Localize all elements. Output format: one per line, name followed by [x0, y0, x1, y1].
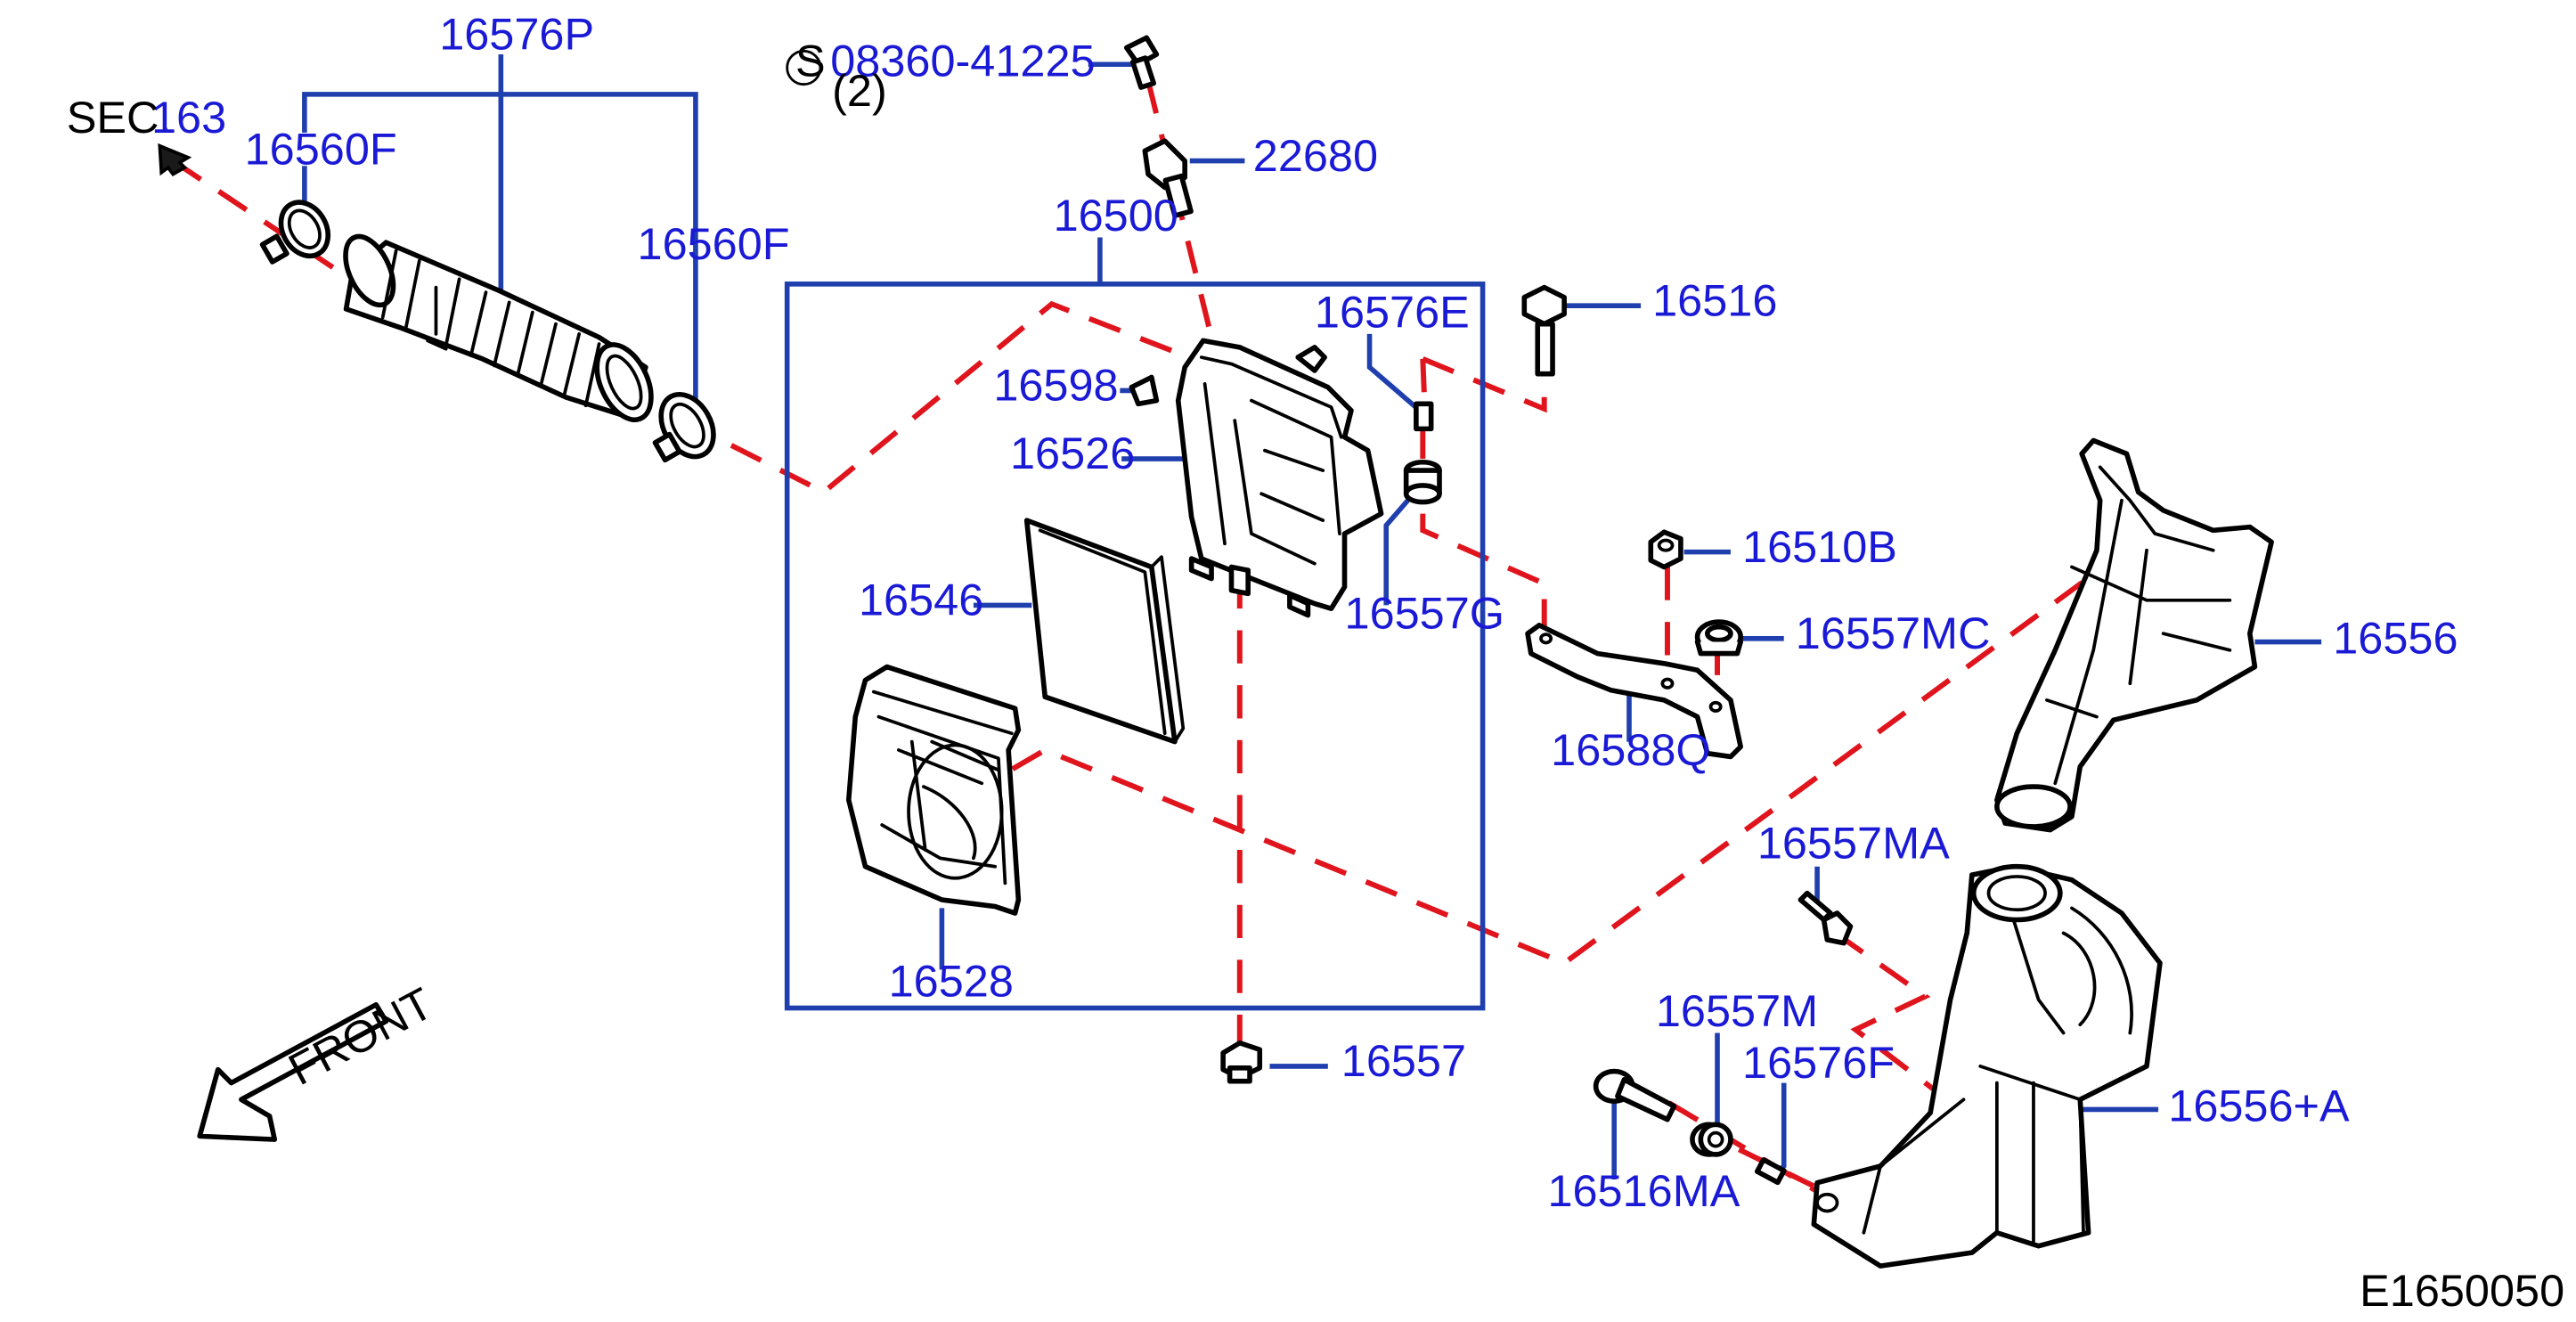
labels: SEC. 163 16576P 16560F 16560F S 08360-41… [67, 8, 2564, 1316]
hose-clamp-right [652, 391, 716, 463]
resonator-16556A [1811, 863, 2163, 1269]
bolt-16557-icon [1220, 1040, 1263, 1084]
label-16576F: 16576F [1742, 1037, 1895, 1088]
air-cleaner-lower-case [845, 664, 1022, 916]
label-16557MC: 16557MC [1796, 608, 1991, 658]
label-16557G: 16557G [1345, 588, 1505, 639]
screw-symbol-circle [786, 49, 822, 86]
label-16546: 16546 [859, 575, 983, 625]
bolt-16516MA-icon [1593, 1068, 1677, 1122]
label-16598: 16598 [993, 360, 1118, 411]
label-16576P: 16576P [439, 8, 594, 59]
label-16516: 16516 [1652, 274, 1777, 325]
bolt-16557MA-icon [1797, 890, 1854, 946]
section-arrow-icon [158, 143, 192, 176]
label-16510B: 16510B [1742, 521, 1897, 572]
screw-icon [1123, 35, 1160, 90]
air-duct-hose [343, 233, 654, 422]
collar-16576E-icon [1414, 401, 1434, 432]
grommet-16557G-icon [1403, 459, 1442, 505]
label-16528: 16528 [889, 955, 1014, 1006]
label-screw-qty: (2) [832, 65, 887, 116]
nut-16510B-icon [1648, 529, 1683, 570]
hose-clamp-left [259, 200, 331, 265]
label-16526: 16526 [1010, 428, 1135, 478]
clip-top-icon [1295, 345, 1327, 373]
section-number: 163 [151, 92, 226, 143]
leader-lines [302, 54, 2322, 1179]
clip-icon [1129, 374, 1160, 407]
front-arrow-icon [197, 1001, 389, 1142]
label-16556A: 16556+A [2168, 1081, 2350, 1131]
air-cleaner-upper-case [1175, 338, 1384, 618]
label-16557MA: 16557MA [1757, 817, 1950, 868]
bracket-16588Q [1525, 623, 1743, 760]
bolt-16516-icon [1521, 284, 1567, 377]
label-16557M: 16557M [1656, 985, 1818, 1036]
section-prefix: SEC. [67, 92, 172, 143]
label-16500: 16500 [1054, 190, 1178, 241]
air-inlet-duct-16556 [1994, 437, 2274, 833]
screw-symbol: S [795, 35, 826, 86]
collar-16576F-icon [1754, 1157, 1787, 1186]
grommet-16557MC-icon [1694, 619, 1743, 657]
air-flow-sensor [1142, 138, 1194, 218]
front-label: FRONT [281, 977, 441, 1095]
label-22680: 22680 [1253, 130, 1378, 181]
air-filter-element [1023, 518, 1186, 745]
label-16588Q: 16588Q [1551, 724, 1711, 775]
label-screw-part: 08360-41225 [830, 35, 1095, 86]
label-16556: 16556 [2333, 613, 2458, 664]
label-16557: 16557 [1341, 1035, 1466, 1086]
grommet-16557M-icon [1690, 1122, 1733, 1157]
label-16560F-left: 16560F [245, 123, 397, 174]
label-16516MA: 16516MA [1547, 1165, 1740, 1216]
label-16576E: 16576E [1315, 286, 1470, 337]
assembly-frame-16500 [784, 282, 1486, 1011]
diagram-id: E1650050 [2360, 1265, 2564, 1316]
label-16560F-right: 16560F [638, 218, 790, 269]
